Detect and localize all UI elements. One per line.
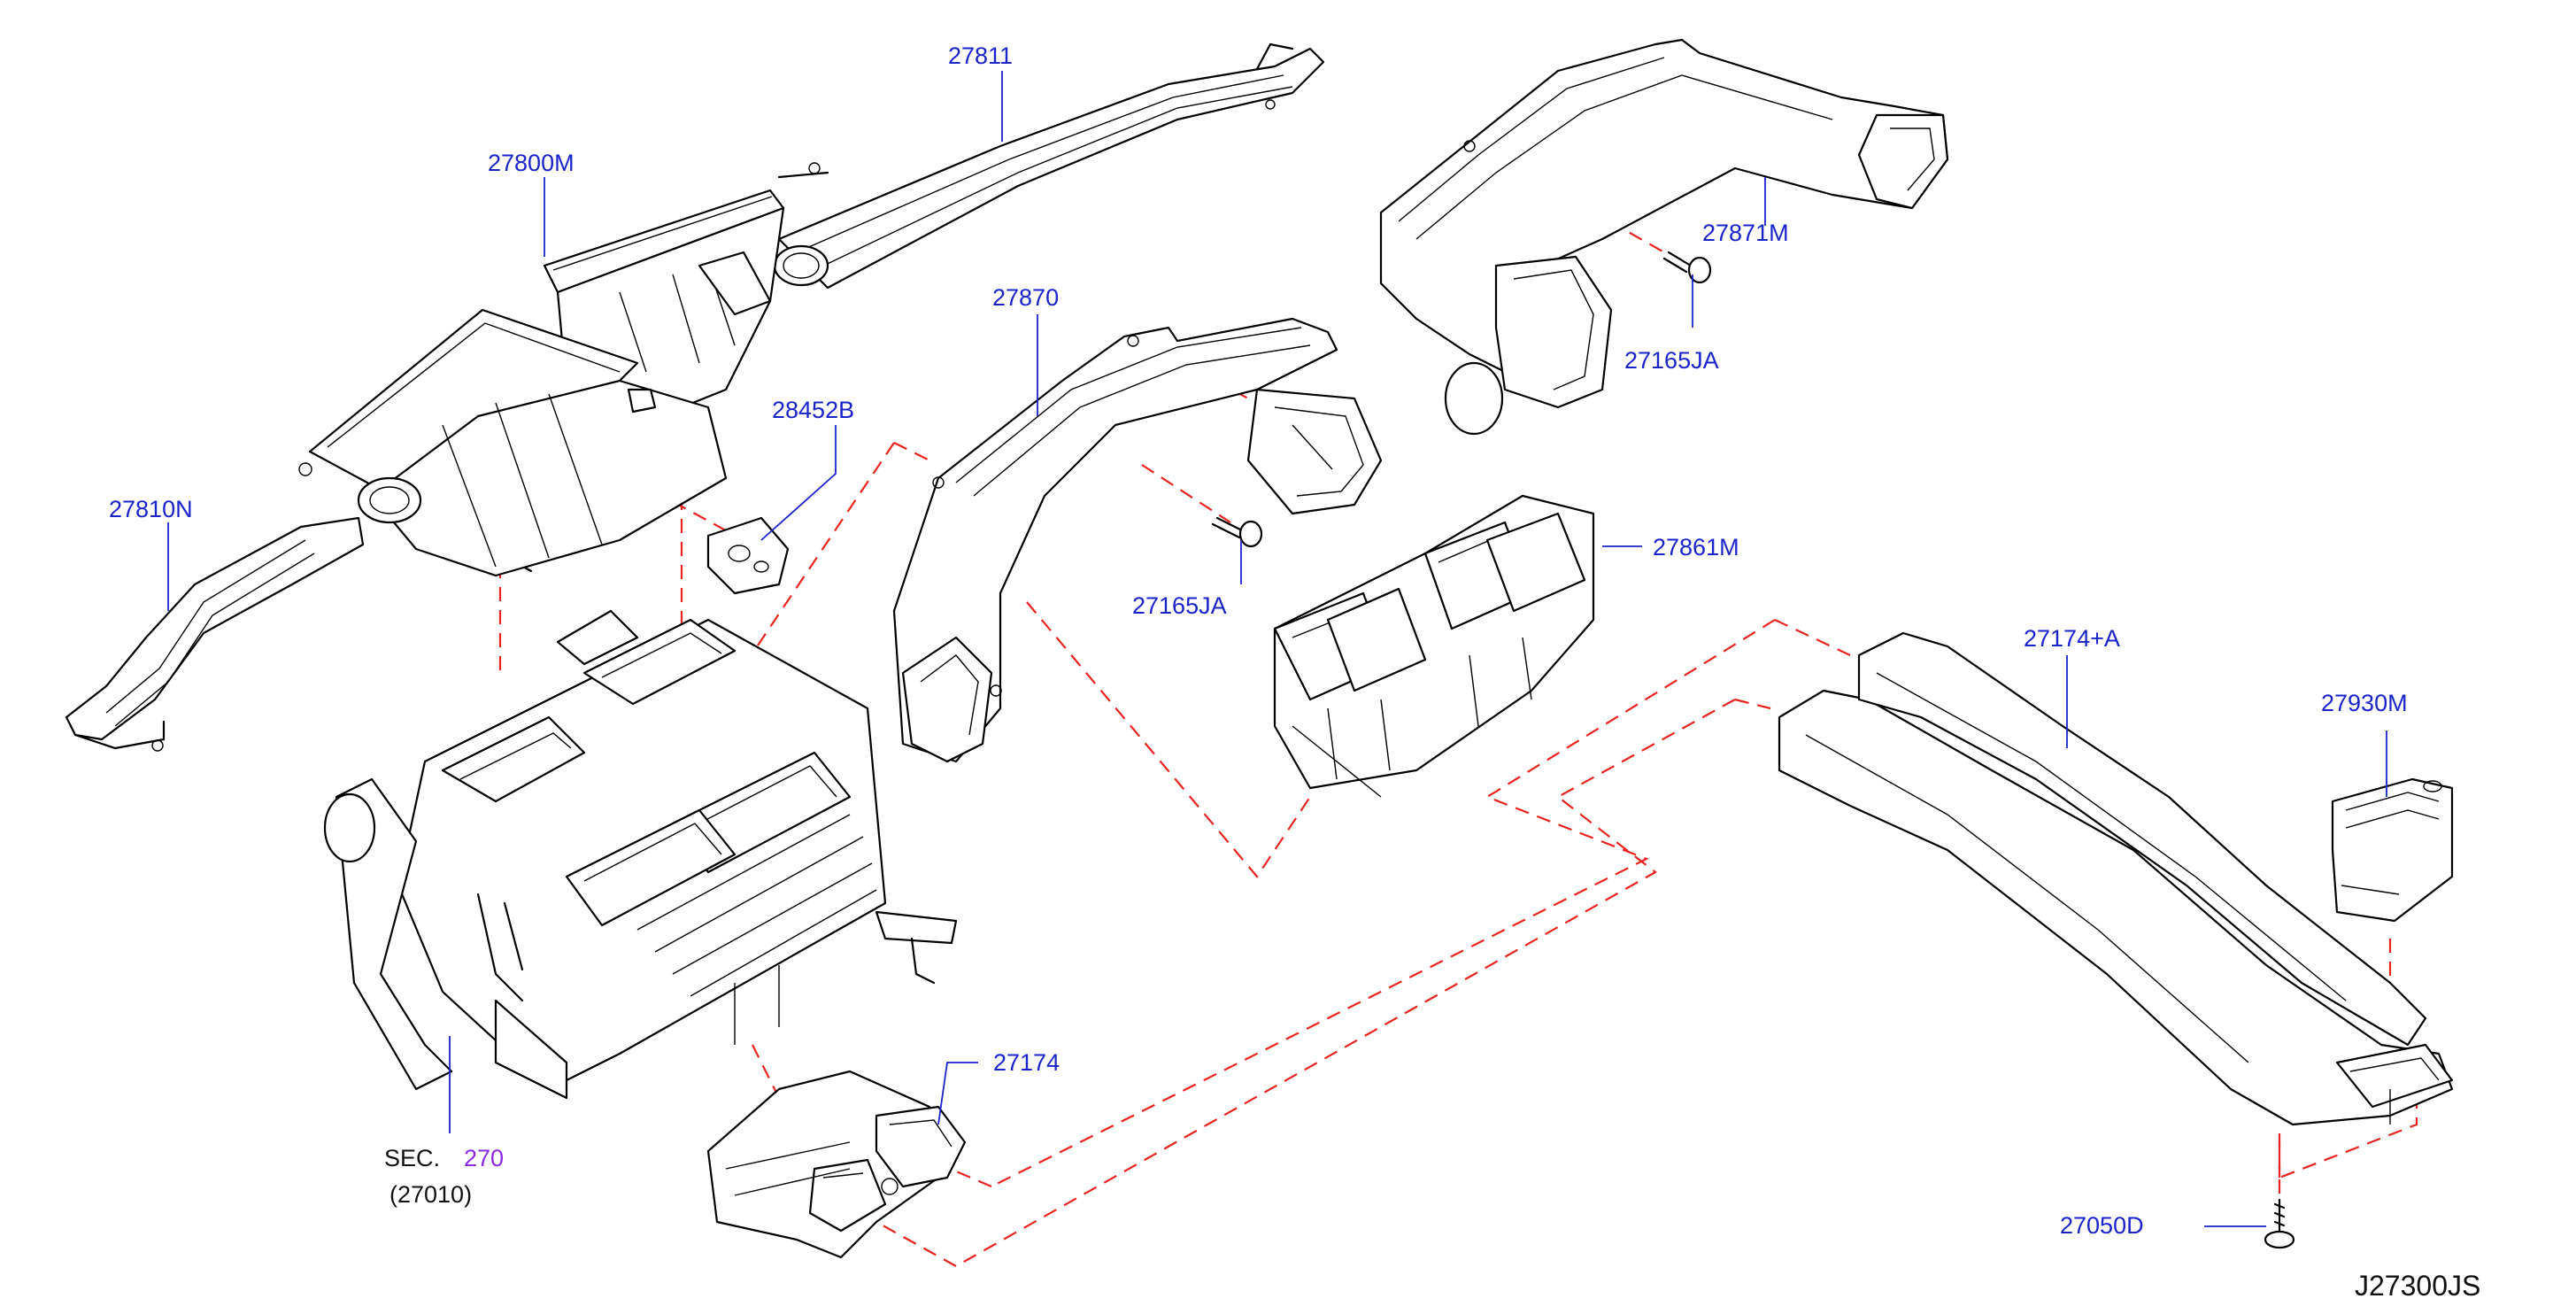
part-27861M-vent-box[interactable] [1273, 494, 1595, 798]
screw-27165JA-mid[interactable] [1211, 516, 1263, 548]
callout-27871M: 27871M [1702, 220, 1789, 246]
callout-27800M: 27800M [488, 150, 575, 176]
diagram-code: J27300JS [2355, 1270, 2480, 1302]
screw-27165JA-top[interactable] [1662, 251, 1712, 284]
part-27174-lower-duct[interactable] [706, 1070, 967, 1259]
callout-labels: 27811 27800M 27870 27871M 27165JA 28452B… [109, 43, 2408, 1239]
callout-28452B: 28452B [772, 397, 854, 423]
callout-27930M: 27930M [2321, 690, 2408, 716]
part-27930M-adapter[interactable] [2331, 777, 2454, 923]
callout-27861M: 27861M [1653, 534, 1739, 560]
part-27810N-left-duct[interactable] [65, 516, 365, 752]
part-28452B-clip[interactable] [706, 516, 790, 595]
part-27811-duct[interactable] [773, 43, 1325, 290]
leader-lines [167, 71, 2387, 1227]
part-27871M-right-duct[interactable] [1379, 38, 1949, 436]
part-center-vent-box[interactable] [298, 308, 728, 577]
section-reference: SEC. 270 (27010) [384, 1145, 504, 1208]
bolt-27050D[interactable] [2264, 1198, 2295, 1249]
callout-27165JA-mid: 27165JA [1132, 592, 1227, 619]
callout-27811: 27811 [948, 43, 1013, 69]
callout-27174: 27174 [993, 1049, 1060, 1076]
section-subnumber: (27010) [389, 1181, 472, 1208]
callout-27165JA-top: 27165JA [1624, 347, 1719, 374]
heater-ac-unit[interactable] [323, 609, 958, 1100]
callout-27050D: 27050D [2060, 1212, 2144, 1239]
part-27174A-floor-duct[interactable] [1778, 631, 2454, 1126]
callout-27870: 27870 [992, 284, 1059, 311]
part-27870-center-duct[interactable] [892, 317, 1383, 763]
callout-27174A: 27174+A [2024, 625, 2120, 652]
section-link-number[interactable]: 270 [464, 1145, 504, 1171]
callout-27810N: 27810N [109, 496, 193, 522]
section-prefix: SEC. [384, 1145, 440, 1171]
